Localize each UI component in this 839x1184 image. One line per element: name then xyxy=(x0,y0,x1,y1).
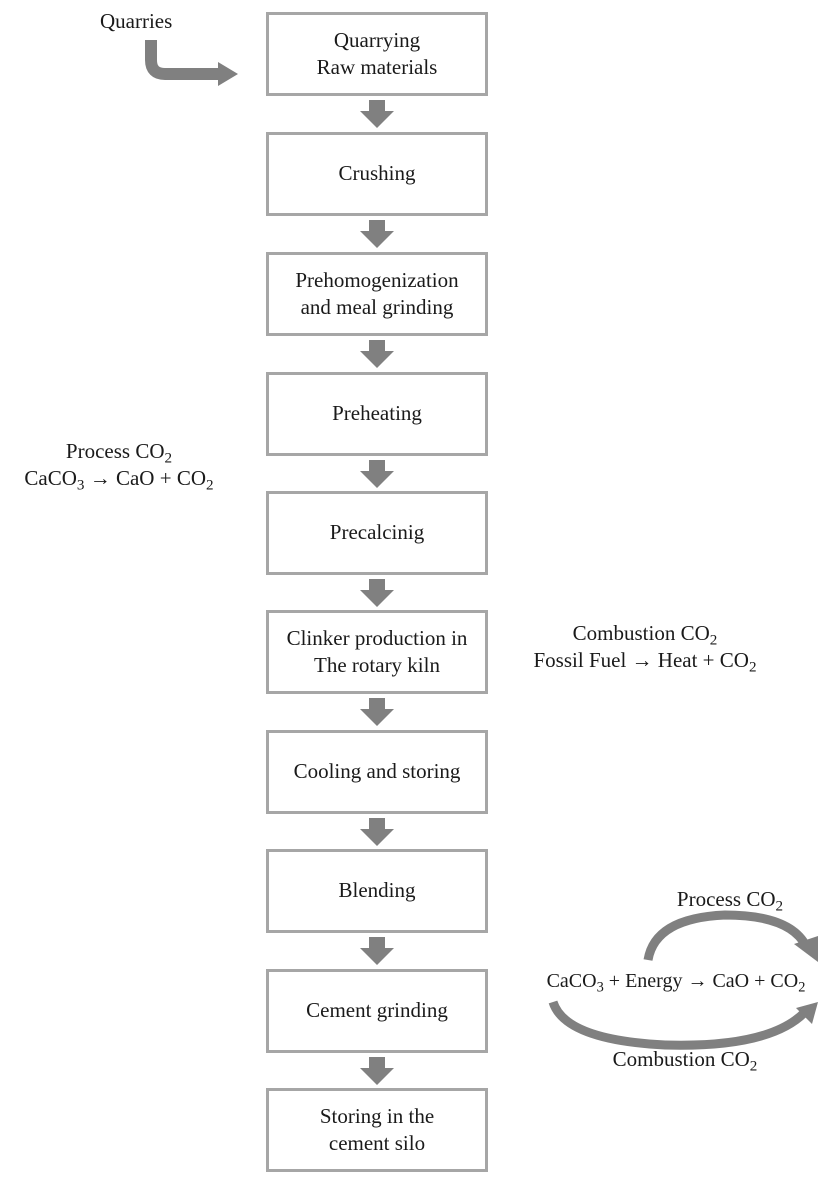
process-co2-equation: CaCO3 → CaO + CO2 xyxy=(24,466,214,494)
step-cement-grinding: Cement grinding xyxy=(266,969,488,1053)
step-cooling-storing: Cooling and storing xyxy=(266,730,488,814)
process-co2-arrowhead-icon xyxy=(794,936,818,962)
flow-arrow-down-icon xyxy=(360,579,394,607)
cycle-equation: CaCO3 + Energy → CaO + CO2 xyxy=(546,970,806,996)
combustion-co2-curved-arrow xyxy=(548,1000,809,1050)
combustion-co2-arrowhead-icon xyxy=(796,1002,818,1024)
flow-arrow-down-icon xyxy=(360,460,394,488)
process-co2-note: Process CO2 CaCO3 → CaO + CO2 xyxy=(4,438,234,493)
combustion-co2-title: Combustion CO2 xyxy=(572,621,718,649)
cycle-process-co2-label: Process CO2 xyxy=(676,887,784,915)
combustion-co2-note: Combustion CO2 Fossil Fuel → Heat + CO2 xyxy=(510,620,780,675)
cycle-combustion-co2-label: Combustion CO2 xyxy=(612,1047,758,1075)
process-co2-title: Process CO2 xyxy=(65,439,173,467)
flow-arrow-down-icon xyxy=(360,698,394,726)
quarries-label: Quarries xyxy=(100,9,173,33)
step-crushing: Crushing xyxy=(266,132,488,216)
flow-arrow-down-icon xyxy=(360,937,394,965)
flow-arrow-down-icon xyxy=(360,100,394,128)
flow-arrow-down-icon xyxy=(360,1057,394,1085)
flow-arrow-down-icon xyxy=(360,220,394,248)
process-co2-curved-arrow xyxy=(643,910,810,961)
step-preheating: Preheating xyxy=(266,372,488,456)
flow-arrow-down-icon xyxy=(360,340,394,368)
combustion-co2-equation: Fossil Fuel → Heat + CO2 xyxy=(533,648,757,676)
step-precalcining: Precalcinig xyxy=(266,491,488,575)
step-blending: Blending xyxy=(266,849,488,933)
flow-arrow-down-icon xyxy=(360,818,394,846)
